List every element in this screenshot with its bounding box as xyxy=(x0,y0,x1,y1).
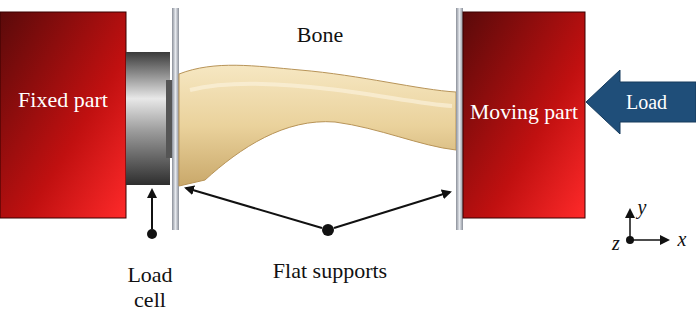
flat-support xyxy=(172,8,179,230)
axis-label: z xyxy=(606,232,626,255)
leader-line xyxy=(334,192,450,228)
axis-x xyxy=(630,239,668,241)
part-label: Bone xyxy=(260,22,380,47)
flat-support xyxy=(456,8,463,230)
node-text: Load xyxy=(626,91,667,114)
leader-dot xyxy=(322,224,334,236)
part-label: Load cell xyxy=(110,262,190,313)
part-label: Flat supports xyxy=(230,258,430,283)
load-cell xyxy=(126,52,170,185)
moving-block xyxy=(463,12,585,218)
axis-label: x xyxy=(672,228,692,251)
block-label-box: Fixed part xyxy=(4,60,122,140)
axis-label: y xyxy=(632,196,652,219)
bone-highlight xyxy=(190,84,452,106)
leader-line xyxy=(151,190,153,229)
node-text: Fixed part xyxy=(18,87,108,112)
fixed-block xyxy=(0,12,126,218)
load-arrow: Load xyxy=(586,70,696,134)
block-label-box: Moving part xyxy=(466,72,582,152)
axis-y xyxy=(629,210,631,240)
leader-dot xyxy=(147,229,157,239)
load-cell-stud xyxy=(166,80,172,158)
leader-line xyxy=(186,188,322,228)
bone-specimen xyxy=(179,65,456,186)
node-text: Moving part xyxy=(470,100,578,125)
